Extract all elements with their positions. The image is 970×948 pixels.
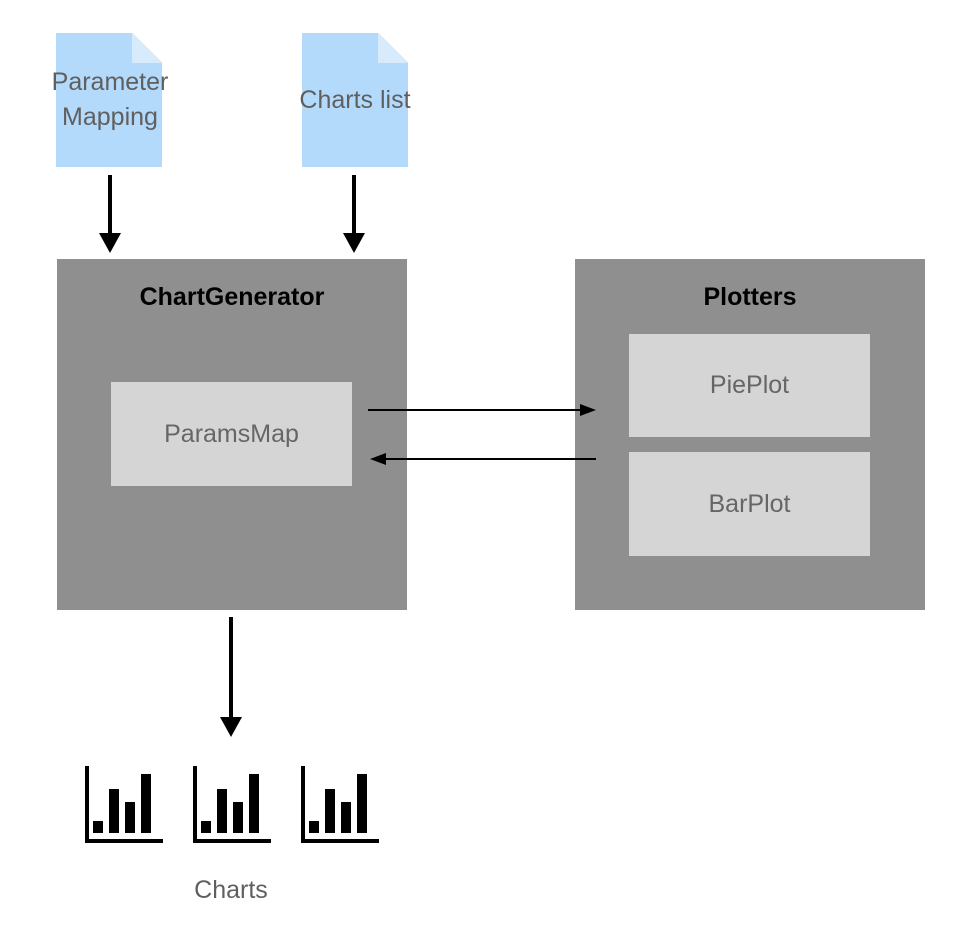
params-map-to-plotters-arrow [368, 404, 596, 416]
bar-plot-box: BarPlot [629, 452, 870, 556]
params-map-box: ParamsMap [111, 382, 352, 486]
bar-chart-icon [193, 766, 271, 843]
chart-generator-panel: ChartGenerator ParamsMap [57, 259, 407, 610]
mapping-to-generator-arrow [99, 175, 121, 253]
plotters-to-params-map-arrow [370, 453, 596, 465]
document-fold-icon [378, 33, 408, 63]
charts-label: Charts [194, 876, 268, 904]
charts-list-label: Charts list [299, 86, 411, 114]
pie-plot-box: PiePlot [629, 334, 870, 437]
chart-generator-title: ChartGenerator [139, 283, 325, 311]
parameter-mapping-label: Parameter Mapping [51, 68, 169, 131]
document-fold-icon [132, 33, 162, 63]
plotters-title: Plotters [703, 283, 797, 311]
bar-chart-icon [301, 766, 379, 843]
charts-list-to-generator-arrow [343, 175, 365, 253]
bar-chart-icon [85, 766, 163, 843]
generator-to-charts-arrow [220, 617, 242, 737]
plotters-panel: Plotters PiePlot BarPlot [575, 259, 925, 610]
